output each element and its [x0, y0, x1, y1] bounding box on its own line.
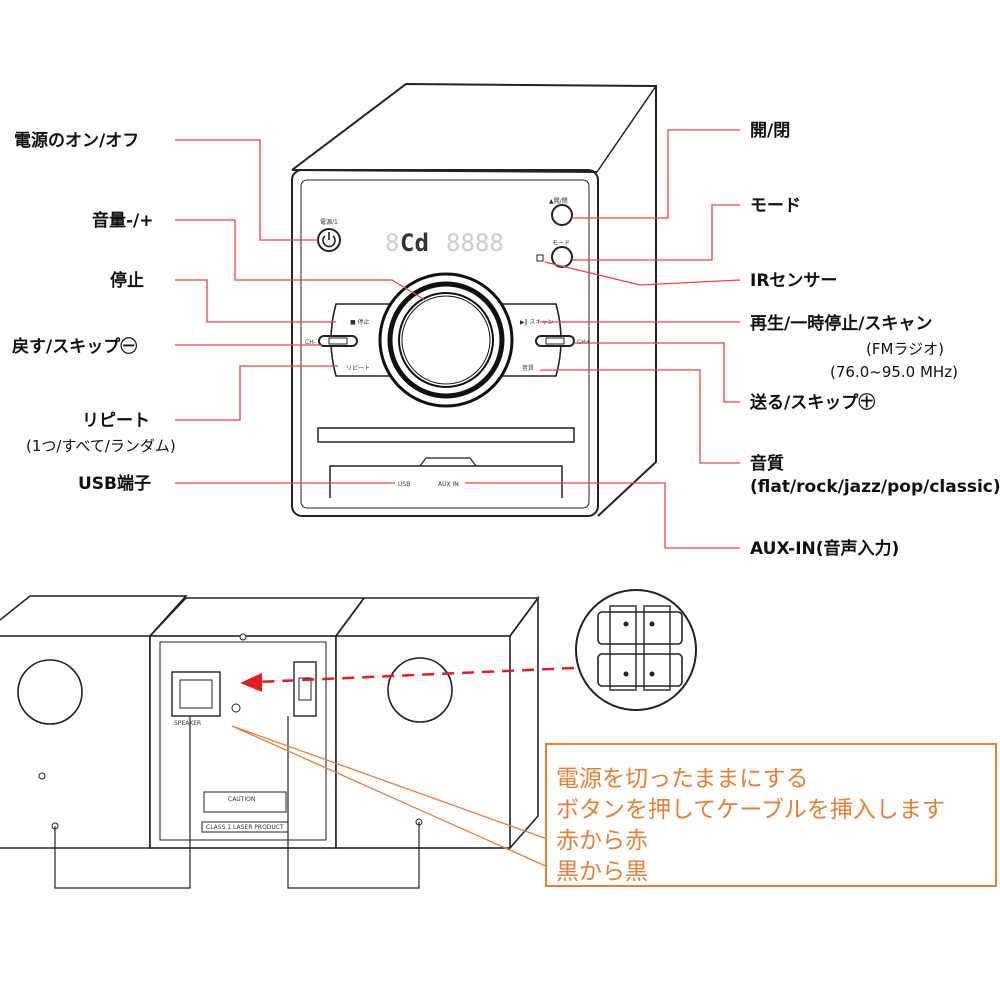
volume-knob[interactable]	[378, 272, 514, 408]
connector-zoom	[575, 589, 697, 711]
callout-stop: 停止	[110, 270, 144, 291]
caution-label	[203, 791, 287, 813]
main-unit-rear: SPEAKER CAUTION CLASS 1 LASER PRODUCT	[149, 597, 366, 849]
mode-label: モード	[552, 240, 570, 247]
skip-forward-button[interactable]	[535, 335, 575, 347]
aux-port-label: AUX IN	[438, 481, 459, 488]
play-label: ▶‖ スキャン	[520, 319, 554, 326]
callout-play: 再生/一時停止/スキャン	[750, 313, 932, 334]
note-line-2: ボタンを押してケーブルを挿入します	[556, 797, 945, 823]
callouts-left: 電源のオン/オフ 音量-/+ 停止 戻す/スキップ㊀ リピート (1つ/すべて/…	[12, 130, 176, 494]
headphone-jack	[231, 703, 241, 713]
svg-text:CLASS 1 LASER PRODUCT: CLASS 1 LASER PRODUCT	[206, 824, 284, 831]
mode-button[interactable]: モード	[551, 240, 573, 268]
eq-label: 音質	[522, 364, 534, 372]
callout-ir-sensor: IRセンサー	[750, 271, 837, 291]
open-close-button[interactable]: ▲開/閉	[549, 198, 573, 226]
power-label: 電源/1	[320, 218, 338, 226]
callout-play-sub2: (76.0~95.0 MHz)	[830, 363, 958, 381]
note-line-3: 赤から赤	[556, 828, 648, 854]
callout-power: 電源のオン/オフ	[14, 130, 139, 151]
callouts-right: 開/閉 モード IRセンサー 再生/一時停止/スキャン (FMラジオ) (76.…	[750, 121, 1000, 559]
svg-text:8888: 8888	[446, 229, 504, 257]
usb-port-label: USB	[398, 481, 410, 488]
callout-repeat-sub: (1つ/すべて/ランダム)	[26, 437, 176, 455]
stop-label: ■ 停止	[350, 318, 370, 326]
callout-aux: AUX-IN(音声入力)	[750, 538, 899, 559]
main-unit: 8 Cd 8888 電源/1 ▲開/閉 モード ■ 停止 ▶‖ スキャン リピー…	[291, 82, 657, 517]
zoom-arrow	[255, 666, 575, 684]
svg-text:8: 8	[385, 229, 399, 257]
instruction-note: 電源を切ったままにする ボタンを押してケーブルを挿入します 赤から赤 黒から黒	[545, 743, 997, 887]
callout-lines	[175, 129, 741, 549]
cd-slot	[317, 427, 575, 443]
callout-mode: モード	[750, 196, 801, 216]
note-line-4: 黒から黒	[556, 859, 648, 885]
callout-eq: 音質	[750, 453, 784, 474]
rear-view: SPEAKER CAUTION CLASS 1 LASER PRODUCT	[0, 589, 697, 889]
speaker-terminal	[171, 671, 221, 717]
speaker-label: SPEAKER	[174, 720, 201, 727]
callout-eq-sub: (flat/rock/jazz/pop/classic)	[750, 477, 1000, 497]
right-speaker	[335, 595, 540, 849]
ir-sensor-icon	[536, 254, 544, 262]
display-text: Cd	[400, 229, 429, 257]
callout-volume: 音量-/+	[92, 210, 154, 231]
svg-text:CAUTION: CAUTION	[228, 796, 255, 803]
display: 8 Cd 8888	[385, 229, 504, 257]
callout-skip-back: 戻す/スキップ㊀	[12, 336, 137, 357]
callout-usb: USB端子	[78, 473, 151, 494]
callout-skip-forward: 送る/スキップ㊉	[750, 392, 875, 413]
note-line-1: 電源を切ったままにする	[556, 766, 809, 792]
callout-open-close: 開/閉	[750, 121, 790, 141]
skip-back-button[interactable]	[318, 335, 358, 347]
callout-play-sub1: (FMラジオ)	[866, 340, 944, 358]
open-label: ▲開/閉	[549, 198, 568, 205]
callout-repeat: リピート	[82, 411, 150, 431]
repeat-label: リピート	[346, 365, 370, 372]
power-button[interactable]: 電源/1	[317, 218, 341, 252]
power-socket	[293, 661, 317, 717]
ch-minus-label: CH-	[305, 339, 316, 346]
